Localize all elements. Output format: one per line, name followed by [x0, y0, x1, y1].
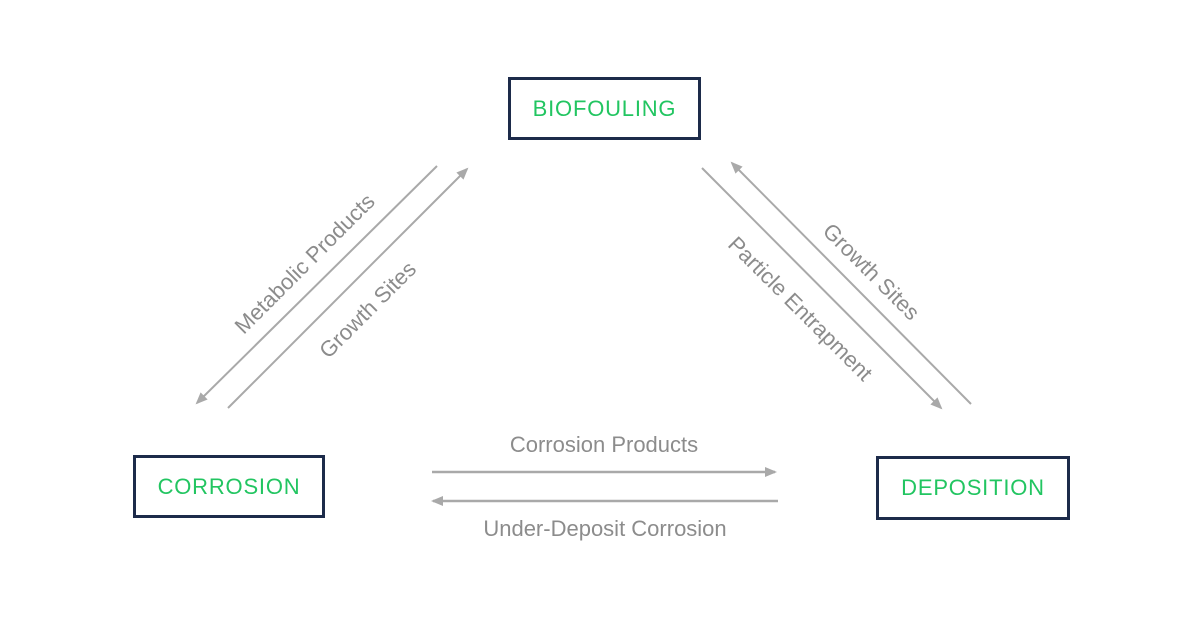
edge-label-corrosion-products: Corrosion Products [509, 432, 699, 457]
arrow-biofouling-to-corrosion [195, 165, 438, 405]
arrow-corrosion-to-biofouling [227, 167, 469, 409]
edge-label-under-deposit-corrosion: Under-Deposit Corrosion [483, 516, 727, 541]
arrow-deposition-to-biofouling [730, 161, 972, 405]
arrow-biofouling-to-deposition [701, 167, 943, 410]
node-biofouling: BIOFOULING [508, 77, 701, 140]
node-corrosion: CORROSION [133, 455, 325, 518]
node-corrosion-label: CORROSION [157, 473, 301, 499]
node-deposition: DEPOSITION [876, 456, 1070, 520]
node-deposition-label: DEPOSITION [901, 475, 1045, 500]
node-biofouling-label: BIOFOULING [532, 95, 677, 121]
